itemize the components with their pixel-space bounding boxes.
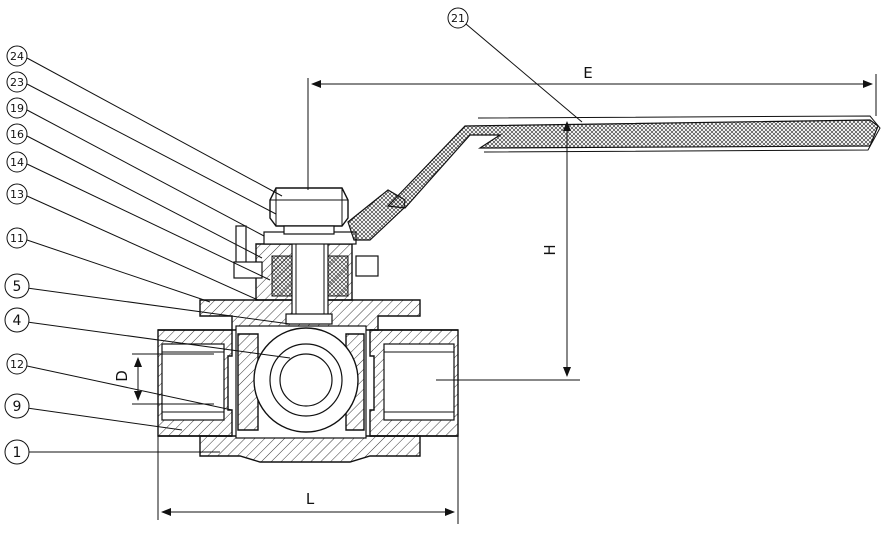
handle xyxy=(347,115,881,241)
callout-label-19: 19 xyxy=(10,102,24,115)
callout-1: 1 xyxy=(4,439,30,465)
callout-label-13: 13 xyxy=(10,188,24,201)
callout-label-24: 24 xyxy=(10,50,24,63)
callout-24: 24 xyxy=(6,45,28,67)
dimension-D: D xyxy=(113,353,214,405)
callout-11: 11 xyxy=(6,227,28,249)
dimension-L: L xyxy=(157,436,459,524)
callout-label-9: 9 xyxy=(13,399,22,415)
callout-16: 16 xyxy=(6,123,28,145)
callout-label-4: 4 xyxy=(13,313,22,329)
dimension-label-H: H xyxy=(541,244,559,255)
stem-nut xyxy=(269,187,349,235)
callout-label-14: 14 xyxy=(10,156,24,169)
callout-label-21: 21 xyxy=(451,12,465,25)
callout-label-5: 5 xyxy=(13,279,22,295)
stem-assembly xyxy=(233,225,379,325)
callout-label-11: 11 xyxy=(10,232,24,245)
callout-label-1: 1 xyxy=(13,445,22,461)
callout-14: 14 xyxy=(6,151,28,173)
callout-label-12: 12 xyxy=(10,358,24,371)
callout-21: 21 xyxy=(447,7,469,29)
callout-23: 23 xyxy=(6,71,28,93)
dimension-label-E: E xyxy=(583,64,592,82)
callout-leaders xyxy=(26,23,583,453)
valve-body xyxy=(157,299,459,463)
dimension-H: H xyxy=(436,121,580,381)
callout-19: 19 xyxy=(6,97,28,119)
dimension-label-L: L xyxy=(306,490,315,508)
callout-9: 9 xyxy=(4,393,30,419)
callout-13: 13 xyxy=(6,183,28,205)
callout-5: 5 xyxy=(4,273,30,299)
callout-label-16: 16 xyxy=(10,128,24,141)
dimension-E: E xyxy=(307,64,877,190)
callout-4: 4 xyxy=(4,307,30,333)
dimension-label-D: D xyxy=(113,370,131,382)
callout-12: 12 xyxy=(6,353,28,375)
callout-label-23: 23 xyxy=(10,76,24,89)
